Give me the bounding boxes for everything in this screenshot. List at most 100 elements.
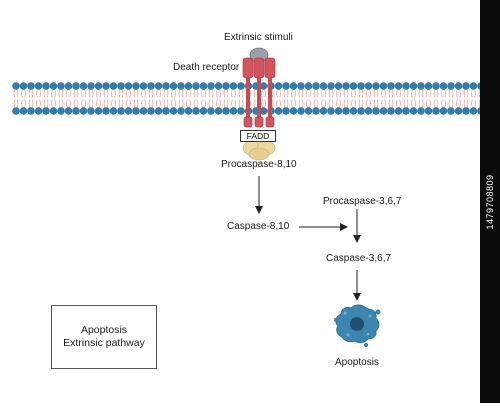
nucleus-icon [350, 317, 364, 331]
lipid-head [274, 107, 283, 115]
caspase-8-10-label: Caspase-8,10 [227, 221, 290, 232]
lipid-head [394, 82, 403, 90]
lipid-head [169, 82, 178, 90]
lipid-head [192, 107, 200, 115]
apoptosis-label: Apoptosis [335, 357, 379, 368]
pathway-title-box: Apoptosis Extrinsic pathway [51, 305, 157, 369]
lipid-head [79, 82, 88, 90]
lipid-head [147, 82, 155, 90]
lipid-head [439, 82, 448, 90]
lipid-head [364, 107, 373, 115]
lipid-head [102, 82, 110, 90]
lipid-head [259, 107, 268, 115]
lipid-head [132, 107, 140, 115]
lipid-head [469, 82, 478, 90]
lipid-head [87, 107, 95, 115]
lipid-head [327, 107, 335, 115]
fadd-label: FADD [240, 130, 276, 142]
lipid-head [214, 82, 223, 90]
lipid-head [327, 82, 335, 90]
lipid-head [334, 82, 343, 90]
lipid-head [424, 107, 433, 115]
lipid-head [169, 107, 178, 115]
lipid-head [282, 82, 290, 90]
stock-id-strip: 1479708809 [480, 0, 500, 403]
lipid-head [64, 107, 73, 115]
lipid-head [154, 82, 163, 90]
lipid-head [162, 82, 170, 90]
lipid-head [319, 107, 328, 115]
lipid-bilayer [12, 82, 485, 115]
lipid-head [49, 82, 58, 90]
lipid-head [424, 82, 433, 90]
lipid-head [409, 82, 418, 90]
lipid-head [147, 107, 155, 115]
lipid-head [162, 107, 170, 115]
lipid-head [297, 82, 305, 90]
lipid-head [289, 107, 298, 115]
lipid-head [184, 82, 193, 90]
lipid-head [139, 107, 148, 115]
lipid-head [49, 107, 58, 115]
lipid-head [199, 107, 208, 115]
lipid-head [42, 107, 50, 115]
lipid-head [192, 82, 200, 90]
lipid-head [372, 107, 380, 115]
lipid-head [462, 107, 470, 115]
lipid-head [42, 82, 50, 90]
lipid-head [27, 107, 35, 115]
lipid-head [177, 107, 185, 115]
procaspase-complex-icon [242, 140, 276, 161]
lipid-heads-outer [12, 82, 485, 90]
lipid-head [117, 82, 125, 90]
lipid-head [312, 107, 320, 115]
lipid-head [237, 82, 245, 90]
lipid-head [372, 82, 380, 90]
lipid-head [432, 107, 440, 115]
lipid-head [447, 107, 455, 115]
lipid-head [469, 107, 478, 115]
lipid-head [304, 107, 313, 115]
lipid-head [27, 82, 35, 90]
death-receptor-icon [242, 47, 276, 128]
lipid-head [19, 82, 28, 90]
lipid-head [124, 82, 133, 90]
lipid-head [402, 107, 410, 115]
lipid-head [34, 107, 43, 115]
lipid-head [72, 82, 80, 90]
lipid-head [222, 107, 230, 115]
lipid-head [177, 82, 185, 90]
lipid-head [57, 107, 65, 115]
lipid-head [304, 82, 313, 90]
lipid-head [334, 107, 343, 115]
pathway-title-line1: Apoptosis [80, 323, 128, 336]
lipid-head [207, 107, 215, 115]
lipid-head [417, 82, 425, 90]
lipid-head [64, 82, 73, 90]
lipid-head [447, 82, 455, 90]
lipid-head [72, 107, 80, 115]
lipid-head [34, 82, 43, 90]
lipid-head [282, 107, 290, 115]
procaspase-8-10-label: Procaspase-8,10 [221, 159, 297, 170]
lipid-head [222, 82, 230, 90]
lipid-head [454, 82, 463, 90]
procaspase-3-6-7-label: Procaspase-3,6,7 [323, 196, 402, 207]
lipid-head [342, 107, 350, 115]
lipid-head [342, 82, 350, 90]
lipid-tails [13, 89, 484, 108]
lipid-head [237, 107, 245, 115]
lipid-head [454, 107, 463, 115]
lipid-head [199, 82, 208, 90]
caspase-3-6-7-label: Caspase-3,6,7 [326, 253, 392, 264]
lipid-head [274, 82, 283, 90]
lipid-head [229, 82, 238, 90]
lipid-head [184, 107, 193, 115]
lipid-head [109, 107, 118, 115]
pathway-title-line2: Extrinsic pathway [63, 337, 145, 349]
lipid-head [432, 82, 440, 90]
lipid-head [19, 107, 28, 115]
lipid-head [387, 82, 395, 90]
lipid-head [349, 107, 358, 115]
